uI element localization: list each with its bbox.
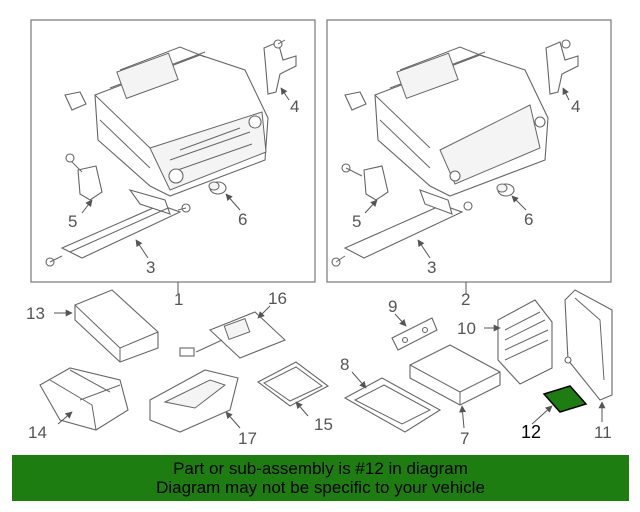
bracket-5-left: [65, 153, 103, 201]
amplifier-10: [497, 299, 553, 385]
module-7: [409, 344, 501, 406]
callout-4-right: 4: [571, 97, 580, 116]
bracket-4-left: [64, 39, 297, 111]
leader-lines: [54, 87, 606, 429]
antenna-16: [179, 311, 287, 359]
parts-diagram: 1 2 3 3 4 4 5 5 6 6 7 8 9 10 11 12 13 14…: [26, 19, 613, 448]
banner-line-1: Part or sub-assembly is #12 in diagram: [173, 459, 468, 478]
callout-1: 1: [174, 290, 183, 309]
callout-15: 15: [314, 415, 333, 434]
rail-3-right: [331, 189, 473, 267]
bracket-5-right: [341, 163, 389, 201]
banner-line-2: Diagram may not be specific to your vehi…: [156, 478, 485, 497]
assembly-frame-left: [30, 19, 316, 294]
module-13: [74, 289, 159, 363]
callout-13: 13: [26, 304, 45, 323]
callout-9: 9: [388, 297, 397, 316]
callout-16: 16: [268, 289, 287, 308]
bracket-9: [391, 317, 438, 351]
rail-3-left: [45, 189, 191, 267]
console-bracket-14: [39, 367, 129, 431]
part-12-highlighted[interactable]: [542, 385, 588, 413]
callout-4-left: 4: [290, 97, 299, 116]
callout-2: 2: [461, 290, 470, 309]
callout-17: 17: [238, 429, 257, 448]
callout-8: 8: [340, 355, 349, 374]
knob-6-left: [208, 181, 227, 195]
callout-14: 14: [28, 423, 47, 442]
bracket-11: [564, 289, 613, 401]
callout-5-right: 5: [352, 212, 361, 231]
callout-6-right: 6: [524, 210, 533, 229]
radio-head-unit-illustration: [94, 46, 269, 197]
callout-labels: 1 2 3 3 4 4 5 5 6 6 7 8 9 10 11 12 13 14…: [26, 97, 612, 448]
callout-3-right: 3: [427, 258, 436, 277]
callout-3-left: 3: [146, 258, 155, 277]
callout-6-left: 6: [238, 210, 247, 229]
part-info-banner: Part or sub-assembly is #12 in diagram D…: [12, 455, 629, 501]
bezel-17: [149, 369, 239, 433]
bracket-4-right: [344, 39, 579, 111]
callout-12[interactable]: 12: [521, 422, 541, 442]
radio-head-unit-touchscreen-illustration: [374, 46, 549, 197]
tray-8: [343, 377, 442, 433]
assembly-frame-right: [326, 19, 612, 294]
callout-7: 7: [460, 429, 469, 448]
callout-10: 10: [457, 319, 476, 338]
callout-11: 11: [594, 423, 612, 442]
card-15: [256, 361, 330, 407]
callout-5-left: 5: [68, 212, 77, 231]
knob-6-right: [496, 183, 515, 197]
